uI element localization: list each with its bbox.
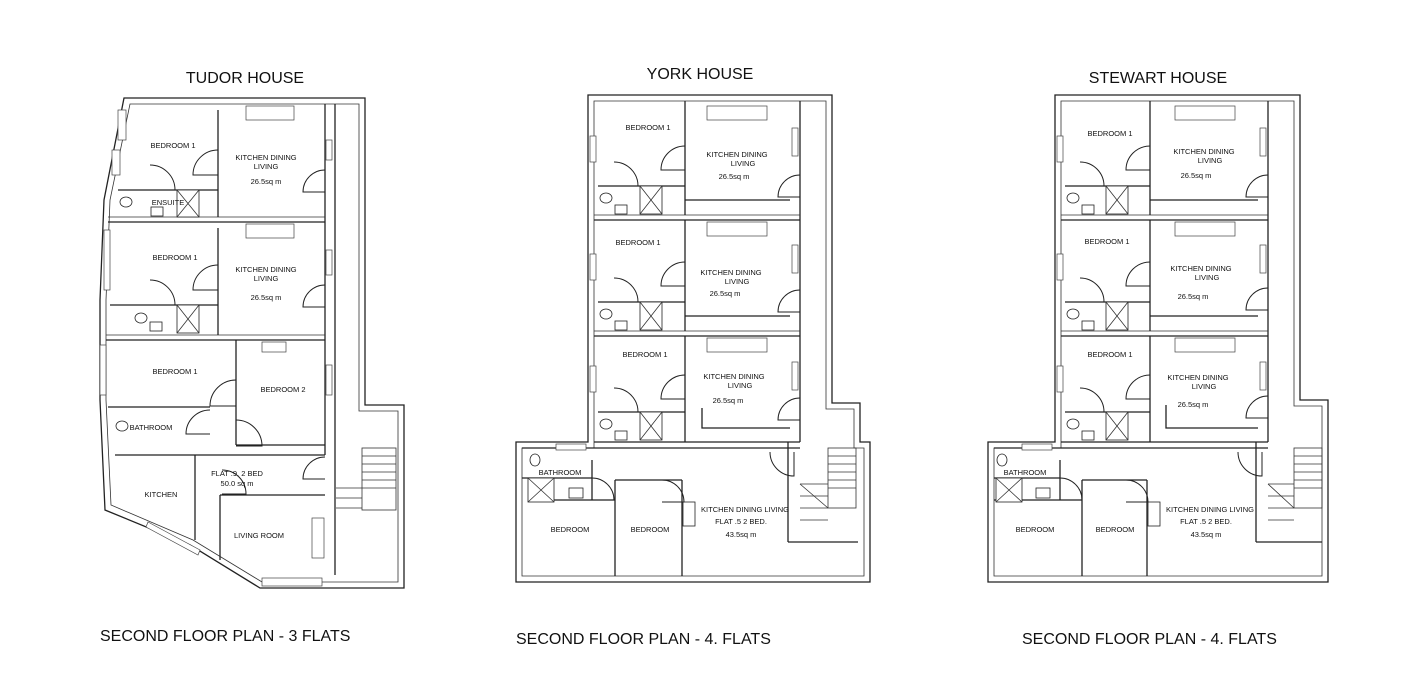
stewart-caption: SECOND FLOOR PLAN - 4. FLATS	[1022, 631, 1277, 648]
svg-text:LIVING: LIVING	[1195, 273, 1220, 282]
svg-text:BEDROOM 1: BEDROOM 1	[625, 123, 670, 132]
svg-text:26.5sq m: 26.5sq m	[710, 289, 741, 298]
svg-text:KITCHEN DINING LIVING: KITCHEN DINING LIVING	[701, 505, 789, 514]
svg-text:KITCHEN DINING: KITCHEN DINING	[1173, 147, 1234, 156]
svg-text:LIVING: LIVING	[254, 274, 279, 283]
svg-text:26.5sq m: 26.5sq m	[251, 177, 282, 186]
svg-text:FLAT .9. 2 BED: FLAT .9. 2 BED	[211, 469, 263, 478]
svg-text:26.5sq m: 26.5sq m	[251, 293, 282, 302]
svg-text:BEDROOM 1: BEDROOM 1	[1084, 237, 1129, 246]
svg-text:26.5sq m: 26.5sq m	[719, 172, 750, 181]
stewart-staircase	[1267, 447, 1323, 521]
svg-text:BEDROOM: BEDROOM	[631, 525, 670, 534]
svg-text:LIVING: LIVING	[728, 381, 753, 390]
svg-text:KITCHEN DINING: KITCHEN DINING	[235, 153, 296, 162]
tudor-bathroom: BATHROOM	[130, 423, 173, 432]
tudor-ensuite: ENSUITE	[152, 198, 185, 207]
tudor-staircase	[336, 447, 397, 511]
svg-text:KITCHEN DINING: KITCHEN DINING	[703, 372, 764, 381]
svg-text:FLAT .5 2 BED.: FLAT .5 2 BED.	[1180, 517, 1232, 526]
york-caption: SECOND FLOOR PLAN - 4. FLATS	[516, 631, 771, 648]
svg-text:FLAT .5 2 BED.: FLAT .5 2 BED.	[715, 517, 767, 526]
tudor-outer-wall	[99, 97, 405, 589]
svg-text:BEDROOM 1: BEDROOM 1	[152, 253, 197, 262]
tudor-house-title: TUDOR HOUSE	[186, 70, 304, 87]
basin	[150, 206, 164, 217]
toilet	[119, 196, 133, 208]
svg-text:LIVING ROOM: LIVING ROOM	[234, 531, 284, 540]
tudor-outer-wall-inner	[105, 103, 399, 583]
york-house-title: YORK HOUSE	[647, 66, 754, 83]
svg-text:KITCHEN DINING: KITCHEN DINING	[1167, 373, 1228, 382]
tudor-caption: SECOND FLOOR PLAN - 3 FLATS	[100, 628, 350, 645]
svg-text:BEDROOM: BEDROOM	[1016, 525, 1055, 534]
svg-text:50.0 sq m: 50.0 sq m	[221, 479, 254, 488]
svg-text:LIVING: LIVING	[254, 162, 279, 171]
svg-text:BEDROOM: BEDROOM	[551, 525, 590, 534]
york-staircase	[799, 447, 857, 521]
svg-text:26.5sq m: 26.5sq m	[1181, 171, 1212, 180]
svg-text:KITCHEN DINING LIVING: KITCHEN DINING LIVING	[1166, 505, 1254, 514]
svg-text:LIVING: LIVING	[731, 159, 756, 168]
svg-text:KITCHEN DINING: KITCHEN DINING	[700, 268, 761, 277]
svg-text:BEDROOM 1: BEDROOM 1	[622, 350, 667, 359]
tudor-f1-bedroom: BEDROOM 1	[150, 141, 195, 150]
svg-text:LIVING: LIVING	[725, 277, 750, 286]
svg-text:BEDROOM 1: BEDROOM 1	[615, 238, 660, 247]
svg-text:KITCHEN DINING: KITCHEN DINING	[706, 150, 767, 159]
stewart-house-plan: STEWART HOUSE BEDROOM 1 KITCHEN DINING L…	[987, 70, 1329, 648]
svg-text:BATHROOM: BATHROOM	[1004, 468, 1047, 477]
svg-text:LIVING: LIVING	[1192, 382, 1217, 391]
stewart-outer-wall	[987, 94, 1329, 583]
svg-text:43.5sq m: 43.5sq m	[1191, 530, 1222, 539]
svg-text:26.5sq m: 26.5sq m	[1178, 292, 1209, 301]
svg-text:KITCHEN DINING: KITCHEN DINING	[1170, 264, 1231, 273]
york-outer-wall	[515, 94, 871, 583]
svg-text:26.5sq m: 26.5sq m	[1178, 400, 1209, 409]
svg-text:BEDROOM: BEDROOM	[1096, 525, 1135, 534]
svg-text:BATHROOM: BATHROOM	[539, 468, 582, 477]
svg-text:26.5sq m: 26.5sq m	[713, 396, 744, 405]
svg-text:KITCHEN DINING: KITCHEN DINING	[235, 265, 296, 274]
svg-text:43.5sq m: 43.5sq m	[726, 530, 757, 539]
svg-text:BEDROOM 1: BEDROOM 1	[1087, 129, 1132, 138]
svg-text:BEDROOM 1: BEDROOM 1	[152, 367, 197, 376]
tudor-house-plan: TUDOR HOUSE BEDROOM 1 KITCHEN DINING LIV…	[99, 70, 405, 645]
stewart-house-title: STEWART HOUSE	[1089, 70, 1227, 87]
svg-text:KITCHEN: KITCHEN	[145, 490, 178, 499]
svg-text:BEDROOM 1: BEDROOM 1	[1087, 350, 1132, 359]
svg-text:BEDROOM 2: BEDROOM 2	[260, 385, 305, 394]
svg-text:LIVING: LIVING	[1198, 156, 1223, 165]
york-house-plan: YORK HOUSE BEDROOM 1 KITCHEN DINING LIVI…	[515, 66, 871, 648]
